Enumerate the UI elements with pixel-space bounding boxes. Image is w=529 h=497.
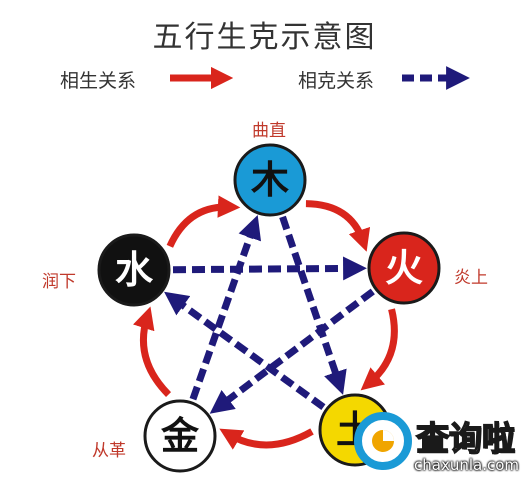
node-water: 水	[97, 233, 171, 307]
overcoming-arrow-water-fire	[172, 256, 367, 281]
overcoming-arrow-fire-metal	[209, 288, 375, 414]
node-wood: 木	[233, 143, 307, 217]
generating-arrow-metal-water	[133, 306, 172, 398]
node-fire-circle	[367, 231, 441, 305]
fire-label: 炎上	[454, 268, 488, 288]
node-wood-char: 木	[251, 158, 289, 202]
node-metal-char: 金	[160, 414, 200, 458]
node-water-char: 水	[115, 248, 154, 292]
watermark-logo-icon	[354, 412, 412, 470]
node-wood-circle	[233, 143, 307, 217]
generating-arrows	[133, 195, 398, 450]
wood-label: 曲直	[252, 121, 286, 141]
overcoming-arrow-wood-earth	[279, 215, 347, 395]
generating-arrow-water-wood	[166, 195, 241, 248]
generating-arrow-earth-metal	[219, 428, 314, 450]
overcoming-arrow-earth-water	[164, 291, 326, 410]
water-label: 润下	[42, 272, 76, 292]
overcoming-arrows	[164, 215, 375, 414]
metal-label: 从革	[92, 441, 126, 461]
page-title: 五行生克示意图	[152, 20, 377, 55]
watermark: 查询啦 chaxunla.com	[354, 404, 526, 492]
generating-arrow-wood-fire	[305, 200, 371, 252]
node-metal-circle	[143, 399, 217, 473]
generating-arrow-fire-earth	[360, 308, 398, 391]
watermark-url: chaxunla.com	[414, 456, 519, 474]
node-fire-char: 火	[385, 246, 423, 290]
legend-overcoming-label: 相克关系	[298, 70, 375, 92]
node-metal: 金	[143, 399, 217, 473]
watermark-brand: 查询啦	[415, 418, 516, 459]
legend-generating-label: 相生关系	[60, 70, 137, 92]
node-fire: 火	[367, 231, 441, 305]
node-water-circle	[97, 233, 171, 307]
overcoming-arrow-metal-wood	[189, 215, 262, 401]
